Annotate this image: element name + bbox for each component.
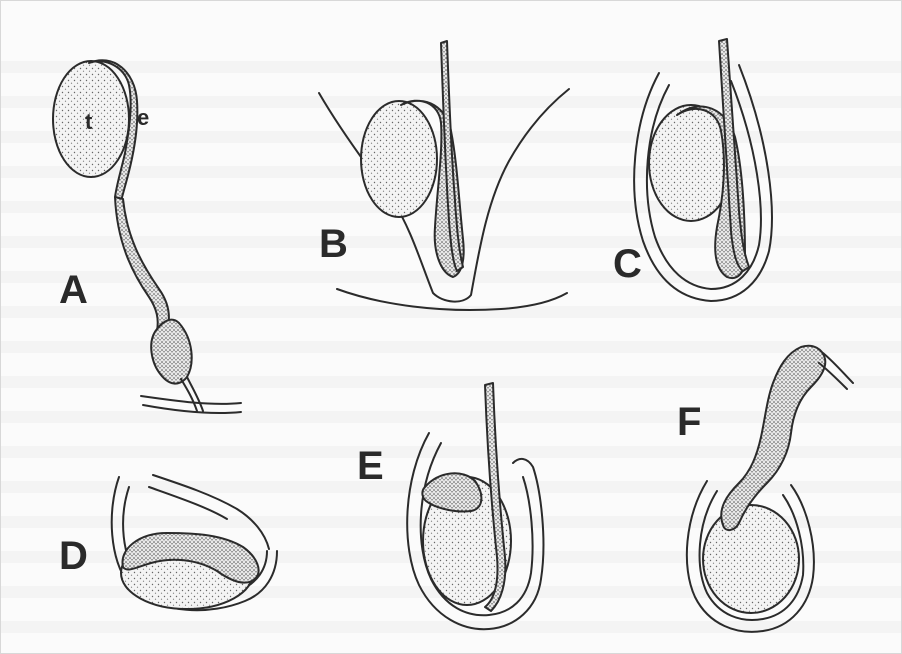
label-testis: t	[85, 109, 93, 134]
panel-a-seminal-vesicle	[151, 320, 191, 384]
panel-letter-d: D	[59, 534, 88, 578]
panel-letter-a: A	[59, 268, 88, 312]
panel-f-testis	[703, 505, 799, 613]
panel-b-testis	[361, 101, 437, 217]
panel-letter-f: F	[677, 400, 701, 444]
panel-f-epididymis	[721, 346, 825, 530]
panel-letter-b: B	[319, 222, 348, 266]
panel-letter-e: E	[357, 444, 384, 488]
panel-letter-c: C	[613, 242, 642, 286]
label-epididymis: e	[137, 105, 149, 130]
